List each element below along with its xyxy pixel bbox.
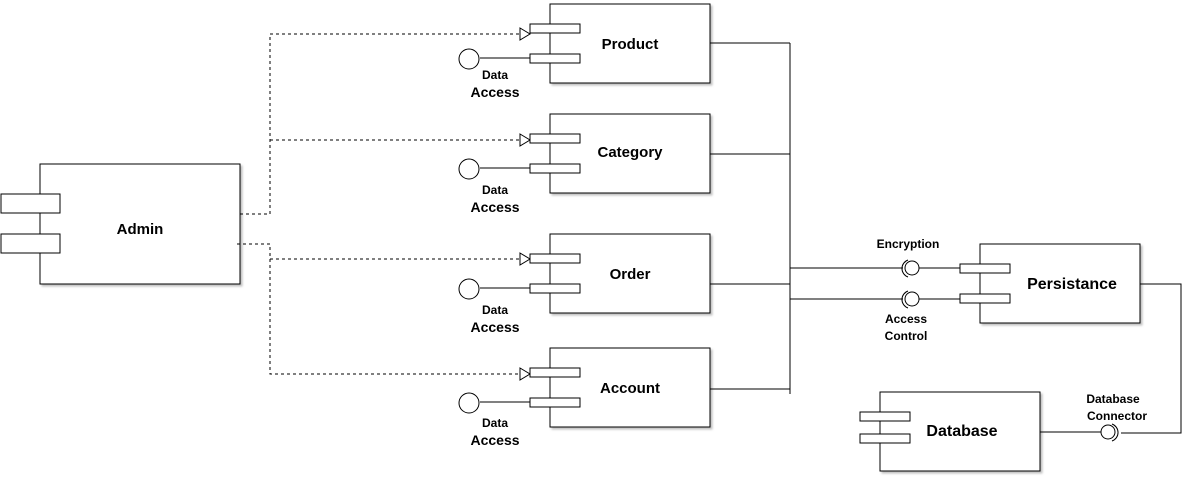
access-control-interface: Access Control xyxy=(885,290,960,343)
account-data-access-lollipop xyxy=(458,392,480,414)
database-connector-ball xyxy=(1100,424,1116,440)
database-port-bottom xyxy=(859,433,911,444)
category-port-top xyxy=(529,133,581,144)
order-data-access-label-1: Data xyxy=(482,303,508,317)
access-control-label-1: Access xyxy=(885,312,927,326)
access-control-ball xyxy=(904,291,920,307)
category-data-access-label-1: Data xyxy=(482,183,508,197)
dependency-admin-order xyxy=(237,243,520,260)
arrowhead-account xyxy=(519,367,531,381)
admin-port-top xyxy=(0,193,61,214)
encryption-socket xyxy=(901,259,909,278)
order-port-top xyxy=(529,253,581,264)
order-data-access-interface: Data Access xyxy=(458,278,530,335)
db-connector-label-2: Connector xyxy=(1087,409,1147,423)
account-data-access-label-2: Access xyxy=(470,432,519,448)
order-port-bottom xyxy=(529,283,581,294)
order-component[interactable]: Order xyxy=(529,233,711,314)
admin-port-bottom xyxy=(0,233,61,254)
product-data-access-interface: Data Access xyxy=(458,48,530,100)
persistance-component[interactable]: Persistance xyxy=(959,243,1141,324)
service-bus xyxy=(710,42,903,394)
arrowhead-product xyxy=(519,27,531,41)
order-label: Order xyxy=(610,266,651,283)
database-label: Database xyxy=(926,423,997,440)
arrowhead-category xyxy=(519,133,531,147)
order-data-access-lollipop xyxy=(458,278,480,300)
persistance-to-connector-link xyxy=(1121,283,1182,434)
database-connector-interface: Database Connector xyxy=(1040,283,1182,442)
category-label: Category xyxy=(597,144,663,161)
product-data-access-label-1: Data xyxy=(482,68,508,82)
persistance-port-top xyxy=(959,263,1011,274)
dependency-admin-product xyxy=(240,33,520,215)
persistance-port-bottom xyxy=(959,293,1011,304)
db-connector-label-1: Database xyxy=(1086,392,1140,406)
persistance-label: Persistance xyxy=(1027,276,1117,293)
product-label: Product xyxy=(602,36,659,53)
product-data-access-label-2: Access xyxy=(470,84,519,100)
product-data-access-lollipop xyxy=(458,48,480,70)
access-control-socket xyxy=(901,290,909,309)
product-component[interactable]: Product xyxy=(529,3,711,84)
admin-label: Admin xyxy=(117,221,164,238)
encryption-label: Encryption xyxy=(877,237,940,251)
account-data-access-label-1: Data xyxy=(482,416,508,430)
account-port-top xyxy=(529,367,581,378)
admin-dependencies xyxy=(237,27,531,381)
product-port-bottom xyxy=(529,53,581,64)
arrowhead-order xyxy=(519,252,531,266)
access-control-label-2: Control xyxy=(885,329,928,343)
database-connector-socket xyxy=(1111,423,1119,442)
category-component[interactable]: Category xyxy=(529,113,711,194)
category-port-bottom xyxy=(529,163,581,174)
account-port-bottom xyxy=(529,397,581,408)
category-data-access-interface: Data Access xyxy=(458,158,530,215)
account-label: Account xyxy=(600,380,660,397)
account-data-access-interface: Data Access xyxy=(458,392,530,448)
database-component[interactable]: Database xyxy=(859,391,1041,472)
dependency-admin-account xyxy=(269,259,520,375)
admin-component[interactable]: Admin xyxy=(0,163,241,285)
account-component[interactable]: Account xyxy=(529,347,711,428)
product-port-top xyxy=(529,23,581,34)
category-data-access-lollipop xyxy=(458,158,480,180)
encryption-ball xyxy=(904,260,920,276)
database-port-top xyxy=(859,411,911,422)
encryption-interface: Encryption xyxy=(877,237,960,278)
order-data-access-label-2: Access xyxy=(470,319,519,335)
category-data-access-label-2: Access xyxy=(470,199,519,215)
